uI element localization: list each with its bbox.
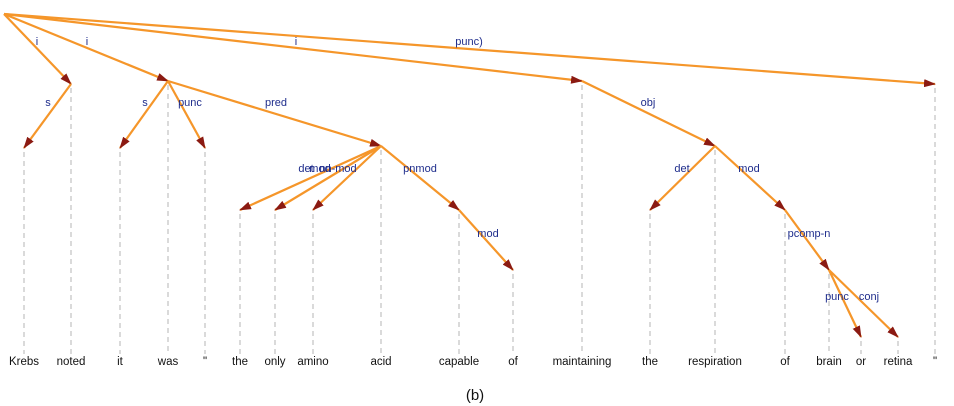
- word-8: acid: [370, 356, 391, 368]
- arc-label-6: punc: [178, 97, 202, 109]
- arc-8: [239, 144, 382, 212]
- arc-0: [3, 13, 72, 85]
- arc-18: [828, 269, 899, 338]
- arc-label-14: det: [674, 163, 689, 175]
- word-2: it: [117, 356, 124, 368]
- arc-label-8: det: [298, 163, 313, 175]
- word-13: respiration: [688, 356, 742, 368]
- word-9: capable: [439, 356, 479, 368]
- word-12: the: [642, 356, 658, 368]
- sentence-words: Krebs noted it was " the only amino acid capable o…: [9, 356, 937, 368]
- word-14: of: [780, 356, 790, 368]
- arc-4: [23, 83, 72, 149]
- arc-label-11: pnmod: [403, 163, 437, 175]
- arc-10: [312, 145, 382, 211]
- arc-3: [3, 12, 936, 88]
- word-15: brain: [816, 356, 842, 368]
- arc-label-9: mod: [309, 163, 330, 175]
- word-0: Krebs: [9, 356, 39, 368]
- word-3: was: [157, 356, 179, 368]
- word-16: or: [856, 356, 866, 368]
- arc-1: [3, 12, 169, 83]
- arc-9: [274, 145, 382, 211]
- arc-label-15: mod: [738, 163, 759, 175]
- arc-5: [119, 80, 169, 149]
- arc-label-2: i: [295, 36, 297, 48]
- arc-11: [380, 145, 460, 211]
- arc-2: [3, 12, 583, 84]
- word-11: maintaining: [553, 356, 612, 368]
- arc-6: [167, 80, 206, 149]
- arc-label-0: i: [36, 36, 38, 48]
- arc-16: [784, 209, 830, 271]
- arc-label-16: pcomp-n: [788, 228, 831, 240]
- word-6: only: [264, 356, 285, 368]
- guide-lines: [23, 85, 936, 354]
- word-1: noted: [57, 356, 86, 368]
- arc-7: [167, 79, 382, 148]
- arc-label-10: nn-mod: [319, 163, 356, 175]
- arc-label-3: punc): [455, 36, 483, 48]
- arc-label-12: mod: [477, 228, 498, 240]
- figure-caption: (b): [466, 387, 484, 404]
- arc-label-7: pred: [265, 97, 287, 109]
- arc-13: [581, 80, 716, 147]
- word-10: of: [508, 356, 518, 368]
- arc-14: [649, 145, 716, 211]
- word-5: the: [232, 356, 248, 368]
- arc-15: [714, 145, 786, 211]
- arc-label-4: s: [45, 97, 51, 109]
- arc-label-18: conj: [859, 291, 879, 303]
- arc-label-17: punc: [825, 291, 849, 303]
- arc-12: [458, 209, 514, 271]
- word-17: retina: [884, 356, 913, 368]
- arc-label-1: i: [86, 36, 88, 48]
- word-4: ": [203, 356, 207, 368]
- arc-label-13: obj: [641, 97, 656, 109]
- word-18: ": [933, 356, 937, 368]
- word-7: amino: [297, 356, 328, 368]
- arc-label-5: s: [142, 97, 148, 109]
- dependency-arcs: [3, 12, 936, 338]
- arc-17: [828, 269, 862, 338]
